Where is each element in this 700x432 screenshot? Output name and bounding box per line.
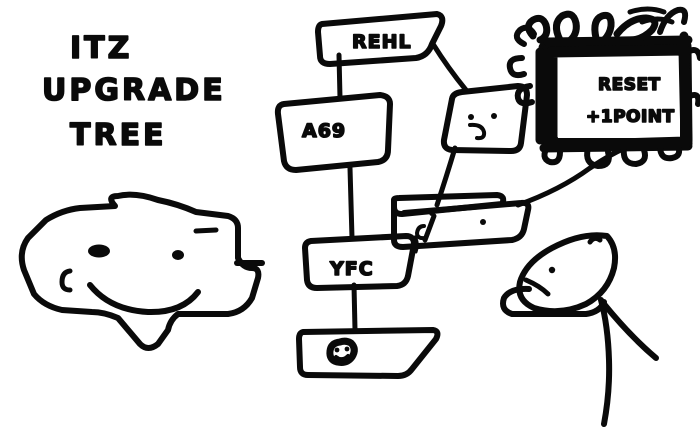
node-face-banner[interactable] xyxy=(391,192,532,250)
stick-figure-eye xyxy=(548,266,556,274)
node-face-banner-mouth xyxy=(415,224,427,241)
node-rehl-label: REHL xyxy=(352,31,412,53)
stick-figure-arm xyxy=(601,301,659,361)
scribble-blob-outer xyxy=(326,337,358,366)
blob-creature-nostril xyxy=(59,268,73,293)
scribble-loop-5 xyxy=(657,6,689,35)
reset-box-frame-overlay xyxy=(546,44,692,152)
node-face-banner-body xyxy=(391,199,532,250)
edge-a69-to-yfc xyxy=(347,165,355,241)
node-yfc-corner-tick xyxy=(413,235,419,254)
scribble-blob-glyph xyxy=(326,337,358,366)
blob-creature-eye-right xyxy=(172,250,184,260)
title-line-2: UPGRADE xyxy=(42,73,226,108)
node-a69-label: A69 xyxy=(302,120,346,142)
reset-box-line-1: RESET xyxy=(598,75,661,95)
scribble-loop-7 xyxy=(506,55,527,79)
scribble-loop-10 xyxy=(584,145,612,169)
scribble-blob-dot-right xyxy=(344,346,350,352)
node-yfc-label: YFC xyxy=(329,258,374,280)
scribble-loop-11 xyxy=(620,145,648,167)
node-face-square[interactable] xyxy=(440,83,530,154)
blob-creature xyxy=(18,191,265,351)
edge-yfc-to-scribble xyxy=(351,282,358,333)
node-rehl-outline xyxy=(315,11,446,67)
stick-figure-head xyxy=(516,232,619,315)
edge-rehl-to-face-square xyxy=(430,41,469,93)
reset-box-scribble-decorations xyxy=(506,6,700,169)
scribble-blob-dot-left xyxy=(334,347,340,353)
node-scribble[interactable] xyxy=(296,327,441,379)
scribble-loop-2 xyxy=(553,10,580,46)
edge-banner-to-reset-box xyxy=(515,143,633,208)
node-face-square-eye-left xyxy=(468,114,474,120)
node-a69-outline xyxy=(274,92,393,173)
stick-figure-jaw xyxy=(500,285,607,317)
reset-box-inner-plate xyxy=(558,56,680,138)
node-yfc-outline xyxy=(302,233,417,291)
reset-box[interactable]: RESET +1POINT xyxy=(506,6,700,169)
node-face-banner-eye-right xyxy=(480,219,486,225)
title-line-3: TREE xyxy=(70,118,167,153)
node-face-banner-eye-left xyxy=(429,210,435,216)
scribble-loop-9 xyxy=(541,143,563,166)
blob-creature-eye-left xyxy=(88,244,110,258)
node-face-square-eye-right xyxy=(491,113,497,119)
title-line-1: ITZ xyxy=(70,31,132,66)
node-face-square-outline xyxy=(440,83,530,154)
node-scribble-outline xyxy=(296,327,441,379)
scribble-loop-3 xyxy=(591,12,615,44)
scribble-loop-14 xyxy=(627,6,675,25)
blob-creature-outline xyxy=(18,191,262,351)
scribble-blob-mouth xyxy=(334,354,350,362)
edge-banner-to-yfc xyxy=(422,213,437,243)
node-a69[interactable]: A69 xyxy=(274,92,393,173)
node-face-square-mouth xyxy=(468,122,487,141)
reset-box-line-2: +1POINT xyxy=(586,107,675,127)
stick-figure-head-tick xyxy=(587,235,603,245)
stick-figure xyxy=(500,232,659,427)
blob-creature-brow xyxy=(193,227,219,234)
stick-figure-snout-line xyxy=(523,277,551,297)
blob-creature-smile xyxy=(87,282,201,316)
node-rehl[interactable]: REHL xyxy=(315,11,446,67)
scribble-loop-12 xyxy=(657,143,683,162)
stick-figure-body xyxy=(598,297,613,427)
scribble-loop-6 xyxy=(513,24,537,47)
node-yfc[interactable]: YFC xyxy=(302,233,419,291)
reset-box-frame-double-stroke xyxy=(535,31,693,153)
scribble-loop-8 xyxy=(514,83,535,107)
title-block: ITZ UPGRADE TREE xyxy=(41,30,226,154)
